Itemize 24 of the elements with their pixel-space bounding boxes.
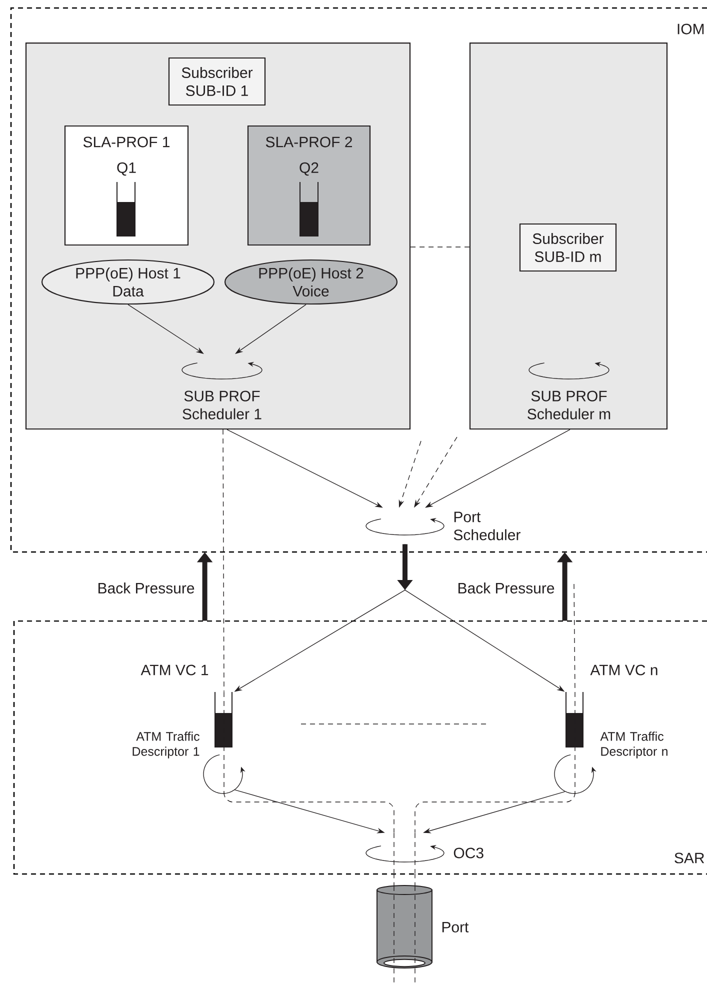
edge-label: Back Pressure <box>456 582 556 595</box>
scheduler-label: SUB PROF Scheduler 1 <box>182 390 262 420</box>
region-label: SAR <box>674 852 704 864</box>
box-title: SLA-PROF 2 <box>266 136 352 148</box>
queue-label: Q1 <box>117 162 136 176</box>
dashed-line <box>222 429 224 692</box>
queue-label: ATM VC 1 <box>140 664 208 676</box>
text-box: Subscriber SUB-ID 1 <box>168 57 266 106</box>
descriptor-label: ATM Traffic Descriptor 1 <box>132 732 200 758</box>
edge-label: Back Pressure <box>96 582 196 595</box>
region-label: IOM <box>678 24 704 34</box>
queue-label: ATM VC n <box>590 664 658 676</box>
scheduler-label: OC3 <box>454 848 484 858</box>
text-box: Subscriber SUB-ID m <box>519 223 617 272</box>
dashed-line <box>414 872 416 886</box>
dashed-line <box>410 246 470 248</box>
queue-label: Q2 <box>300 162 318 176</box>
scheduler-label: Port Scheduler <box>454 512 520 540</box>
port-label: Port <box>442 922 469 932</box>
box-title: SLA-PROF 1 <box>83 136 170 148</box>
descriptor-label: ATM Traffic Descriptor n <box>600 732 668 758</box>
scheduler-label: SUB PROF Scheduler m <box>528 390 610 420</box>
panel-box <box>469 42 668 430</box>
dashed-line <box>224 792 394 834</box>
